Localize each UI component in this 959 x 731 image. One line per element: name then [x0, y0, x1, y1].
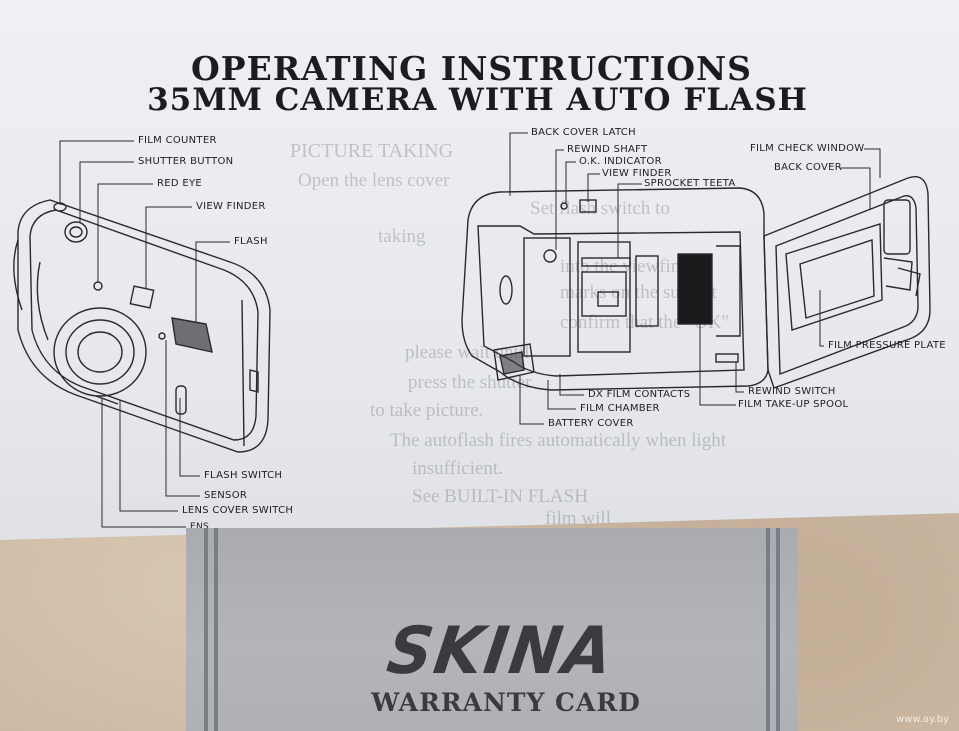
label-flash: FLASH	[234, 236, 268, 247]
show-through-line: The autoflash fires automatically when l…	[390, 430, 727, 451]
label-film-chamber: FILM CHAMBER	[580, 403, 660, 414]
show-through-line: taking	[378, 226, 426, 247]
instruction-sheet: PICTURE TAKING Open the lens cover Set f…	[0, 0, 959, 540]
label-rewind-shaft: REWIND SHAFT	[567, 144, 648, 155]
show-through-line: See BUILT-IN FLASH	[412, 486, 588, 507]
label-film-takeup-spool: FILM TAKE-UP SPOOL	[738, 399, 849, 410]
brand-logo: SKINA	[382, 612, 620, 689]
back-camera-drawing	[461, 187, 769, 391]
label-shutter-button: SHUTTER BUTTON	[138, 156, 234, 167]
label-sprocket-teeth: SPROCKET TEETA	[644, 178, 736, 189]
show-through-line: to take picture.	[370, 400, 484, 421]
label-lens: ENS	[190, 522, 210, 532]
label-film-check-window: FILM CHECK WINDOW	[750, 143, 865, 154]
back-cover-drawing	[763, 176, 931, 389]
label-flash-switch: FLASH SWITCH	[204, 470, 283, 481]
warranty-card: SKINA WARRANTY CARD	[186, 528, 798, 731]
label-view-finder-back: VIEW FINDER	[602, 168, 672, 179]
label-red-eye: RED EYE	[157, 178, 202, 189]
label-battery-cover: BATTERY COVER	[548, 418, 634, 429]
show-through-line: insufficient.	[412, 458, 503, 479]
label-ok-indicator: O.K. INDICATOR	[579, 156, 662, 167]
warranty-card-title: WARRANTY CARD	[371, 688, 641, 717]
watermark: www.ay.by	[896, 714, 949, 725]
card-stripe	[766, 528, 770, 731]
card-stripe	[776, 528, 780, 731]
manual-title: OPERATING INSTRUCTIONS	[191, 49, 752, 88]
label-view-finder-front: VIEW FINDER	[196, 201, 266, 212]
card-stripe	[214, 528, 218, 731]
label-film-pressure-plate: FILM PRESSURE PLATE	[828, 340, 946, 351]
show-through-line: please wait until	[405, 342, 530, 363]
label-sensor: SENSOR	[204, 490, 248, 501]
show-through-line: press the shutter	[408, 372, 532, 393]
front-camera-drawing	[13, 199, 271, 453]
label-back-cover: BACK COVER	[774, 162, 843, 173]
camera-diagram	[13, 132, 931, 528]
label-rewind-switch: REWIND SWITCH	[748, 386, 836, 397]
show-through-line: Open the lens cover	[298, 170, 450, 191]
label-dx-film-contacts: DX FILM CONTACTS	[588, 389, 691, 400]
manual-subtitle: 35MM CAMERA WITH AUTO FLASH	[147, 82, 808, 118]
back-leader-lines	[509, 132, 881, 425]
label-film-counter: FILM COUNTER	[138, 135, 217, 146]
card-stripe	[204, 528, 208, 731]
label-lens-cover-switch: LENS COVER SWITCH	[182, 505, 294, 516]
show-through-line: PICTURE TAKING	[290, 140, 454, 162]
front-leader-lines	[59, 140, 230, 528]
label-back-cover-latch: BACK COVER LATCH	[531, 127, 636, 138]
